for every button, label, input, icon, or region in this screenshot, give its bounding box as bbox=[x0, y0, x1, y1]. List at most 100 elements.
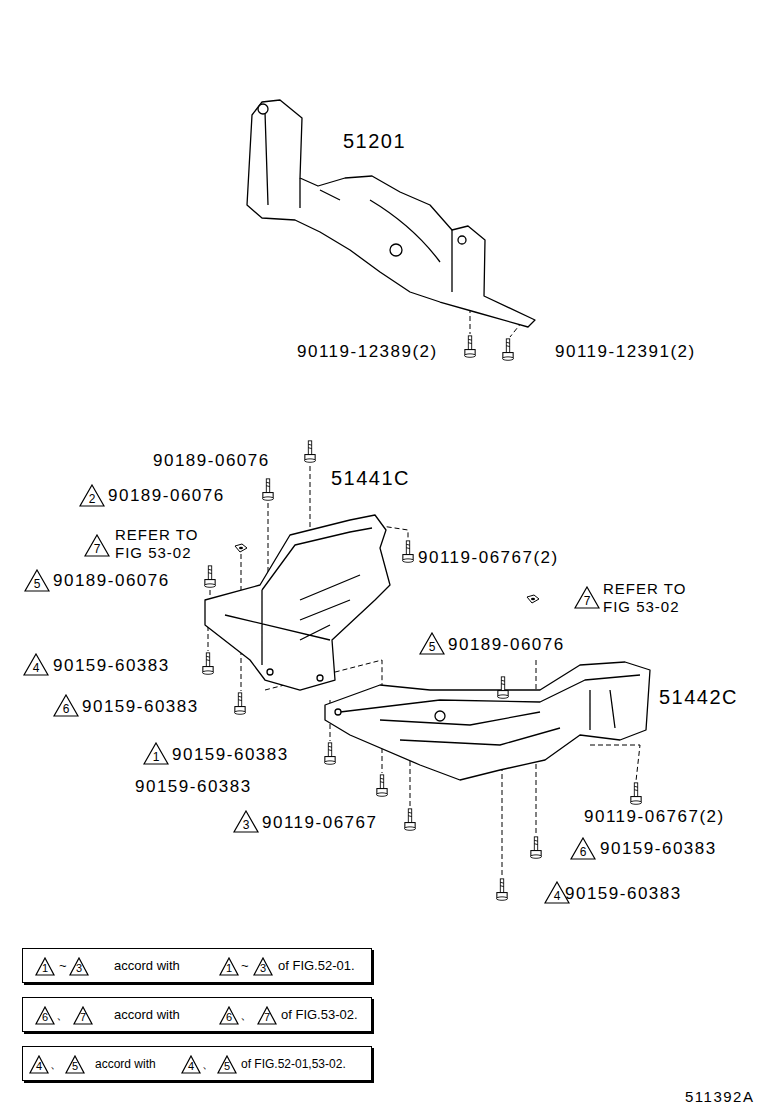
callout-triangle: 3 bbox=[233, 810, 259, 833]
note-text: 、 bbox=[56, 1007, 69, 1023]
callout-triangle: 7 bbox=[84, 534, 110, 557]
triangle-shape bbox=[36, 1007, 54, 1024]
part-name: 51201 bbox=[343, 130, 406, 153]
cover-outline bbox=[205, 515, 390, 690]
callout-triangle: 6 bbox=[570, 837, 596, 860]
clip bbox=[497, 677, 508, 698]
bolt bbox=[502, 339, 513, 360]
part-number: 90119-12391(2) bbox=[555, 342, 696, 362]
callout-number: 5 bbox=[217, 1061, 237, 1072]
triangle-shape bbox=[85, 535, 109, 556]
callout-number: 7 bbox=[84, 543, 110, 555]
callout-number: 6 bbox=[570, 846, 596, 858]
callout-triangle: 6 bbox=[219, 1006, 239, 1025]
callout-triangle: 7 bbox=[257, 1006, 277, 1025]
triangle-shape bbox=[220, 1007, 238, 1024]
triangle-shape bbox=[36, 958, 54, 975]
bolt bbox=[404, 809, 415, 830]
note-text: accord with bbox=[95, 1056, 156, 1072]
figure-code: 511392A bbox=[685, 1088, 754, 1106]
triangle-shape bbox=[420, 633, 444, 654]
crossmember-detail bbox=[265, 112, 452, 292]
callout-triangle: 5 bbox=[24, 569, 50, 592]
clip bbox=[262, 479, 273, 500]
triangle-shape bbox=[25, 570, 49, 591]
triangle-shape bbox=[545, 882, 569, 903]
part-number: 90119-12389(2) bbox=[297, 342, 438, 362]
callout-number: 6 bbox=[35, 1012, 55, 1023]
part-number: 90119-06767 bbox=[262, 813, 377, 833]
bolt bbox=[376, 775, 387, 796]
bolt bbox=[402, 541, 413, 562]
note-box: 、accord with、of FIG.53-02.6767 bbox=[22, 997, 372, 1032]
callout-number: 4 bbox=[544, 890, 570, 902]
part-number: 90189-06076 bbox=[153, 451, 270, 471]
cover-detail bbox=[225, 528, 372, 665]
crossmember-outline bbox=[247, 100, 535, 327]
bolt bbox=[464, 336, 475, 357]
bolt bbox=[630, 783, 641, 804]
callout-triangle: 6 bbox=[53, 694, 79, 717]
mount-hole bbox=[267, 669, 273, 675]
callout-triangle: 4 bbox=[23, 653, 49, 676]
part-name: 51441C bbox=[331, 467, 410, 490]
part-number: 90189-06076 bbox=[108, 486, 225, 506]
callout-triangle: 4 bbox=[181, 1055, 201, 1074]
bolt bbox=[530, 837, 541, 858]
note-text: of FIG.52-01,53-02. bbox=[241, 1056, 346, 1072]
triangle-shape bbox=[220, 958, 238, 975]
note-text: ~ bbox=[241, 958, 249, 974]
callout-triangle: 1 bbox=[219, 957, 239, 976]
part-number: 90119-06767(2) bbox=[418, 548, 559, 568]
note-text: 、 bbox=[202, 1056, 214, 1072]
triangle-shape bbox=[70, 958, 88, 975]
triangle-shape bbox=[254, 958, 272, 975]
triangle-shape bbox=[571, 838, 595, 859]
mount-hole bbox=[317, 675, 323, 681]
callout-number: 4 bbox=[181, 1061, 201, 1072]
bolt bbox=[324, 743, 335, 764]
under-cover-right bbox=[325, 662, 650, 780]
callout-triangle: 2 bbox=[79, 484, 105, 507]
callout-triangle: 7 bbox=[73, 1006, 93, 1025]
part-number: 90159-60383 bbox=[565, 884, 682, 904]
note-box: 、accord with、of FIG.52-01,53-02.4545 bbox=[22, 1046, 372, 1081]
mount-hole bbox=[390, 244, 402, 256]
note-text: 、 bbox=[240, 1007, 253, 1023]
callout-number: 6 bbox=[219, 1012, 239, 1023]
part-number: 90159-60383 bbox=[82, 697, 199, 717]
mount-hole bbox=[458, 236, 466, 244]
triangle-shape bbox=[258, 1007, 276, 1024]
callout-number: 3 bbox=[69, 963, 89, 974]
callout-number: 1 bbox=[143, 751, 169, 763]
triangle-shape bbox=[144, 743, 168, 764]
part-number: REFER TO FIG 53-02 bbox=[603, 580, 688, 616]
callout-triangle: 6 bbox=[35, 1006, 55, 1025]
callout-triangle: 4 bbox=[29, 1055, 49, 1074]
bolt bbox=[202, 653, 213, 674]
part-number: 90189-06076 bbox=[53, 571, 170, 591]
callout-number: 5 bbox=[24, 578, 50, 590]
note-text: of FIG.52-01. bbox=[278, 958, 355, 974]
callout-triangle: 1 bbox=[143, 742, 169, 765]
mount-hole bbox=[435, 711, 445, 721]
bolt bbox=[496, 879, 507, 900]
part-number: REFER TO FIG 53-02 bbox=[115, 526, 200, 562]
triangle-shape bbox=[30, 1056, 48, 1073]
callout-number: 5 bbox=[65, 1061, 85, 1072]
leader-line bbox=[590, 745, 640, 781]
callout-triangle: 7 bbox=[574, 586, 600, 609]
bolt bbox=[234, 693, 245, 714]
fasteners bbox=[202, 336, 641, 900]
callout-triangle: 1 bbox=[35, 957, 55, 976]
callout-number: 7 bbox=[73, 1012, 93, 1023]
callout-number: 7 bbox=[574, 595, 600, 607]
note-text: of FIG.53-02. bbox=[281, 1007, 358, 1023]
callout-triangle: 4 bbox=[544, 881, 570, 904]
callout-number: 3 bbox=[233, 819, 259, 831]
triangle-shape bbox=[54, 695, 78, 716]
callout-number: 3 bbox=[253, 963, 273, 974]
clip bbox=[204, 566, 215, 587]
